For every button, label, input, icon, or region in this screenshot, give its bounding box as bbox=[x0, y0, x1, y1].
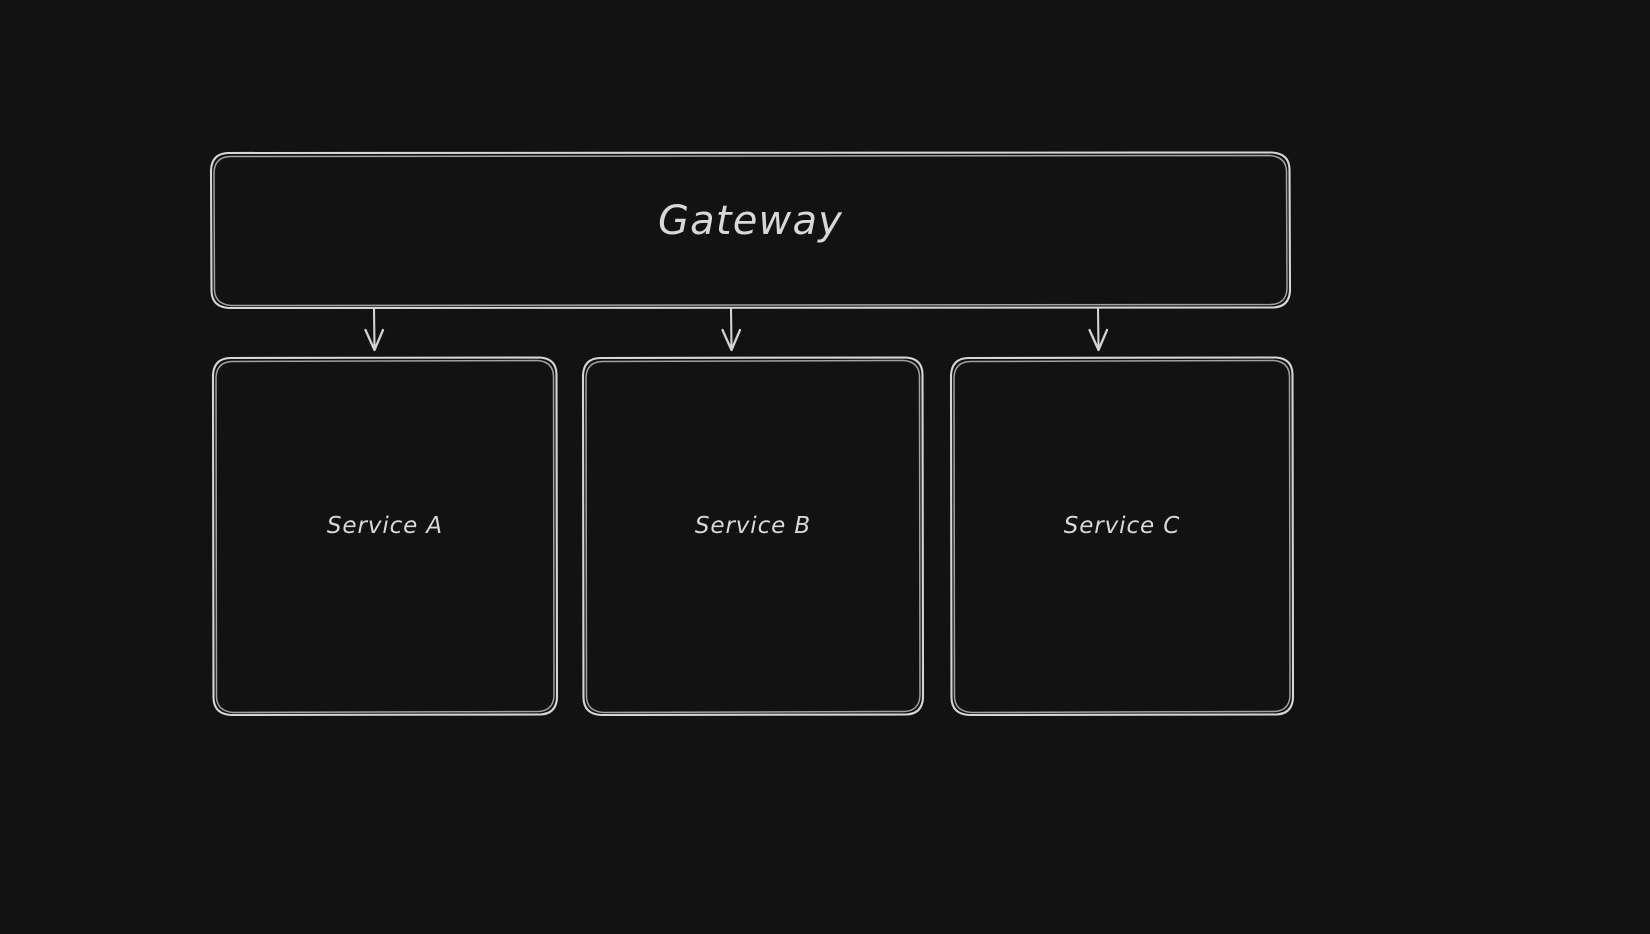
gateway-fill bbox=[211, 152, 1290, 308]
arrow-head-service-c bbox=[1088, 328, 1109, 352]
gateway-border bbox=[209, 151, 1292, 310]
service-a-border bbox=[211, 356, 559, 717]
node-service-b[interactable] bbox=[581, 356, 925, 717]
edge-gateway-service-a bbox=[364, 306, 385, 352]
service-a-border-sketch-overlay bbox=[215, 359, 555, 714]
service-b-border bbox=[581, 356, 925, 717]
arrow-head-service-b bbox=[721, 328, 742, 352]
service-c-border-sketch-overlay bbox=[953, 359, 1291, 714]
service-b-fill bbox=[583, 357, 923, 715]
service-c-border bbox=[949, 356, 1295, 717]
service-a-fill bbox=[213, 357, 557, 715]
gateway-border-sketch-overlay bbox=[213, 154, 1288, 307]
node-service-c[interactable] bbox=[949, 356, 1295, 717]
node-gateway[interactable] bbox=[209, 151, 1292, 310]
edge-line-service-c bbox=[1096, 306, 1100, 351]
service-b-border-sketch-overlay bbox=[585, 359, 921, 714]
arrow-head-service-a bbox=[364, 328, 385, 352]
node-service-a[interactable] bbox=[211, 356, 559, 717]
edge-line-service-b bbox=[729, 306, 733, 351]
edge-gateway-service-b bbox=[721, 306, 742, 352]
service-c-fill bbox=[951, 357, 1293, 715]
edge-gateway-service-c bbox=[1088, 306, 1109, 352]
edge-line-service-a bbox=[372, 306, 376, 351]
